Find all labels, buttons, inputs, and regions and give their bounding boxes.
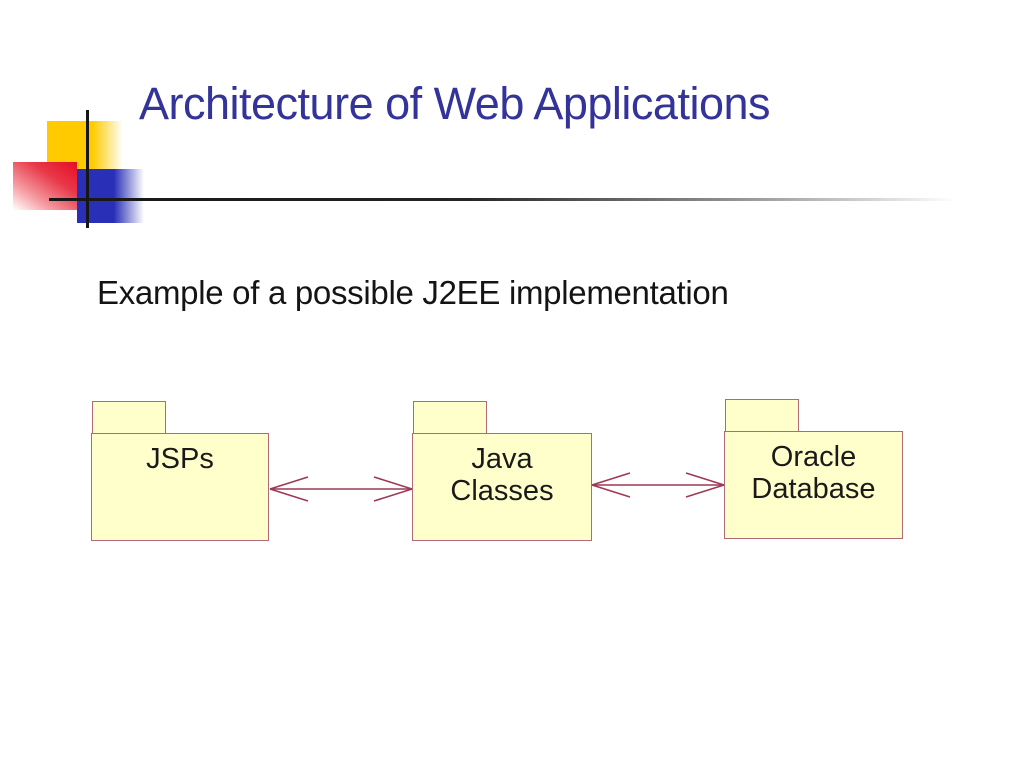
- red-square-decoration: [13, 162, 77, 210]
- package-body: JSPs: [91, 433, 269, 541]
- horizontal-rule-decoration: [49, 198, 975, 201]
- package-body: Java Classes: [412, 433, 592, 541]
- slide-title: Architecture of Web Applications: [139, 78, 771, 129]
- package-label: Java: [471, 443, 533, 475]
- package-tab: [92, 401, 166, 437]
- package-tab: [413, 401, 487, 437]
- slide-subtitle: Example of a possible J2EE implementatio…: [97, 274, 729, 311]
- vertical-rule-decoration: [86, 110, 89, 228]
- package-label: Classes: [450, 475, 554, 507]
- connector-javaclasses-oracledb: [591, 472, 725, 498]
- package-label: Database: [751, 473, 876, 505]
- yellow-square-decoration: [47, 121, 123, 170]
- package-label: Oracle: [770, 441, 857, 473]
- connector-jsps-javaclasses: [269, 476, 413, 502]
- package-tab: [725, 399, 799, 435]
- package-body: Oracle Database: [724, 431, 903, 539]
- package-label: JSPs: [146, 443, 214, 475]
